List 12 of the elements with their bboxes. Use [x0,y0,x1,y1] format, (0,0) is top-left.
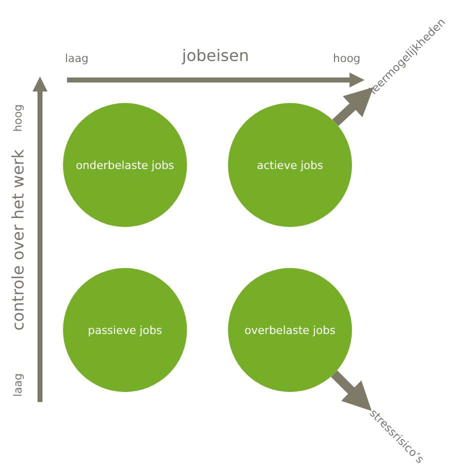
arrow [332,87,374,126]
arrow [330,370,372,411]
quadrant-circle: passieve jobs [63,268,187,392]
quadrant-circle: overbelaste jobs [228,268,352,392]
quadrant-circle: actieve jobs [228,103,352,227]
axis-end-label: laag [65,52,89,65]
quadrant-circle: onderbelaste jobs [63,103,187,227]
axis-end-label: hoog [333,52,360,65]
axis-title: controle over het werk [8,149,28,331]
axis-end-label: hoog [12,104,24,132]
axis-title: jobeisen [182,46,249,65]
axis-end-label: laag [12,373,24,397]
